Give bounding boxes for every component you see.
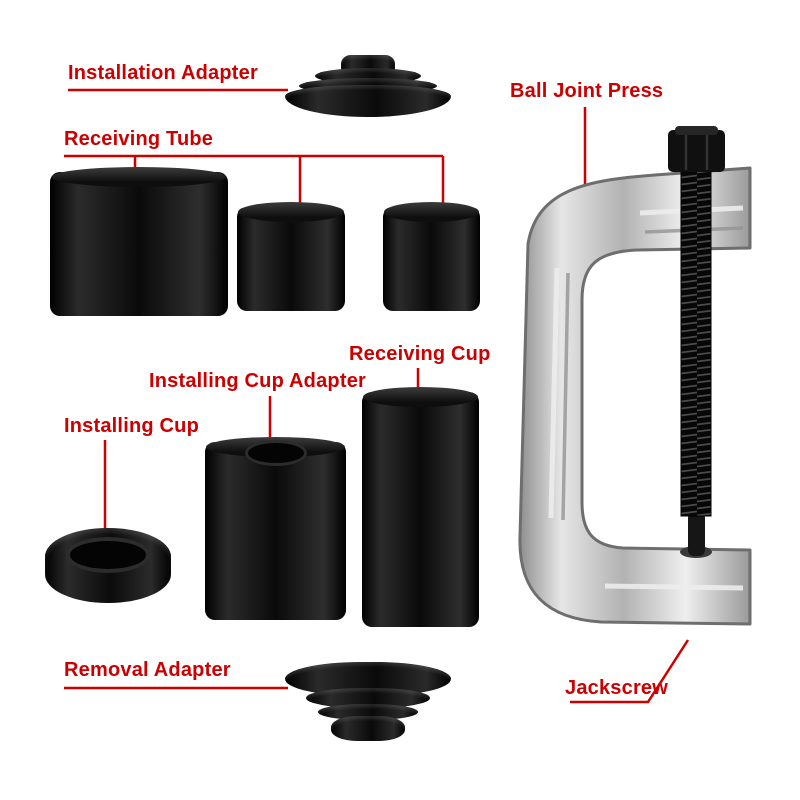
part-receiving-tube-small [383, 202, 480, 311]
label-installing-cup: Installing Cup [64, 415, 200, 437]
tube-top-face [238, 202, 344, 222]
c-frame [518, 166, 752, 626]
tube-top-face [383, 202, 480, 222]
part-receiving-tube-medium [237, 202, 345, 311]
jackscrew-hex-head [668, 130, 725, 172]
jackscrew-threaded-rod [680, 167, 712, 517]
label-jackscrew: Jackscrew [565, 677, 669, 699]
jackscrew-tip [688, 512, 705, 556]
ring-center-hole [66, 537, 150, 573]
part-receiving-cup [362, 387, 479, 627]
label-installation-adapter: Installation Adapter [68, 62, 258, 84]
hex-head-top [675, 126, 718, 135]
label-installing-cup-adapter: Installing Cup Adapter [149, 370, 366, 392]
label-receiving-cup: Receiving Cup [349, 343, 491, 365]
label-ball-joint-press: Ball Joint Press [510, 80, 664, 102]
cup-top-face [363, 387, 478, 407]
removal-base [331, 716, 405, 741]
part-removal-adapter [285, 662, 451, 742]
leader-jackscrew [570, 639, 690, 704]
label-removal-adapter: Removal Adapter [64, 659, 231, 681]
part-installing-cup [45, 528, 171, 603]
removal-tier-2 [306, 688, 430, 708]
removal-tier-3 [318, 704, 418, 720]
adapter-base [285, 85, 451, 117]
part-ball-joint-press [518, 126, 752, 626]
part-installation-adapter [285, 55, 451, 119]
tube-top-face [51, 167, 227, 187]
label-receiving-tube: Receiving Tube [64, 128, 214, 150]
frame-shading [561, 226, 744, 521]
part-installing-cup-adapter [205, 437, 346, 620]
part-receiving-tube-large [50, 167, 228, 316]
hex-head-facets [684, 132, 709, 170]
adapter-center-hole [244, 440, 307, 466]
